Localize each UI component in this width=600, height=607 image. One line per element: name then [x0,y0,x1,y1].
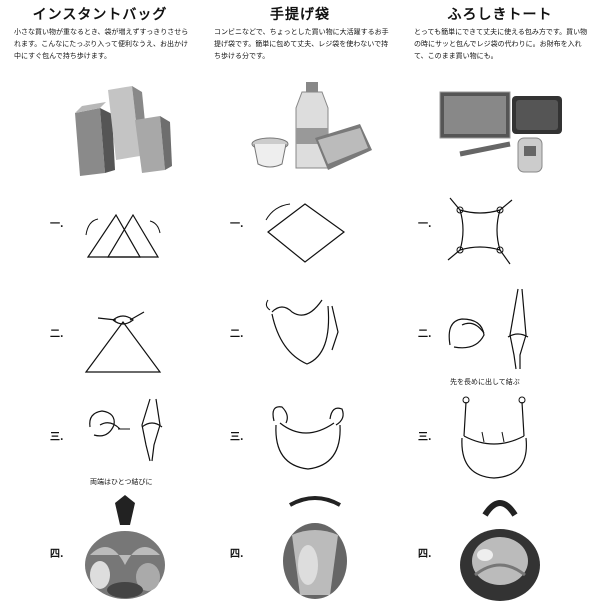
fold-step-2-diagram [78,308,168,378]
column-handbag: 手提げ袋 コンビニなどで、ちょっとした買い物に大活躍するお手提げ袋です。簡単に包… [200,0,400,607]
column-furoshiki-tote: ふろしきトート とっても簡単にできて丈夫に使える包み方です。買い物の時にサッと包… [400,0,600,607]
step-number: 二. [418,329,432,340]
finished-bag-photo [445,495,555,605]
step-number: 三. [418,432,432,443]
fold-step-1-diagram [440,190,520,270]
step-number: 二. [230,329,244,340]
step-number: 一. [230,219,244,230]
column-title: ふろしきトート [447,7,553,23]
fold-step-3-diagram [260,395,355,475]
step-number: 四. [50,549,64,560]
column-title: インスタントバッグ [32,7,168,23]
column-description: とっても簡単にできて丈夫に使える包み方です。買い物の時にサッと包んでレジ袋の代わ… [414,28,588,60]
step-number: 四. [230,549,244,560]
finished-bag-photo [70,495,180,605]
column-title: 手提げ袋 [270,7,330,23]
wallet-and-phone-photo [420,78,590,178]
column-instant-bag: インスタントバッグ 小さな買い物が重なるとき、袋が増えずすっきりさせられます。こ… [0,0,200,607]
step-number: 三. [50,432,64,443]
paper-bags-photo [20,78,190,178]
fold-step-1-diagram [78,205,168,265]
step-number: 一. [418,219,432,230]
fold-note: 先を長めに出して結ぶ [450,378,520,386]
step-number: 四. [418,549,432,560]
bottle-and-sandwich-photo [220,78,390,178]
column-description: 小さな買い物が重なるとき、袋が増えずすっきりさせられます。こんなにたっぷり入って… [14,28,189,60]
fold-step-2-diagram [440,285,540,370]
fold-note: 両端はひとつ結びに [90,478,153,486]
fold-step-1-diagram [260,200,350,270]
fold-step-3-diagram [80,395,175,465]
fold-step-3-diagram [452,392,542,482]
fold-step-2-diagram [262,292,352,372]
finished-bag-photo [270,495,360,605]
step-number: 一. [50,219,64,230]
step-number: 三. [230,432,244,443]
step-number: 二. [50,329,64,340]
column-description: コンビニなどで、ちょっとした買い物に大活躍するお手提げ袋です。簡単に包めて丈夫、… [214,28,389,60]
